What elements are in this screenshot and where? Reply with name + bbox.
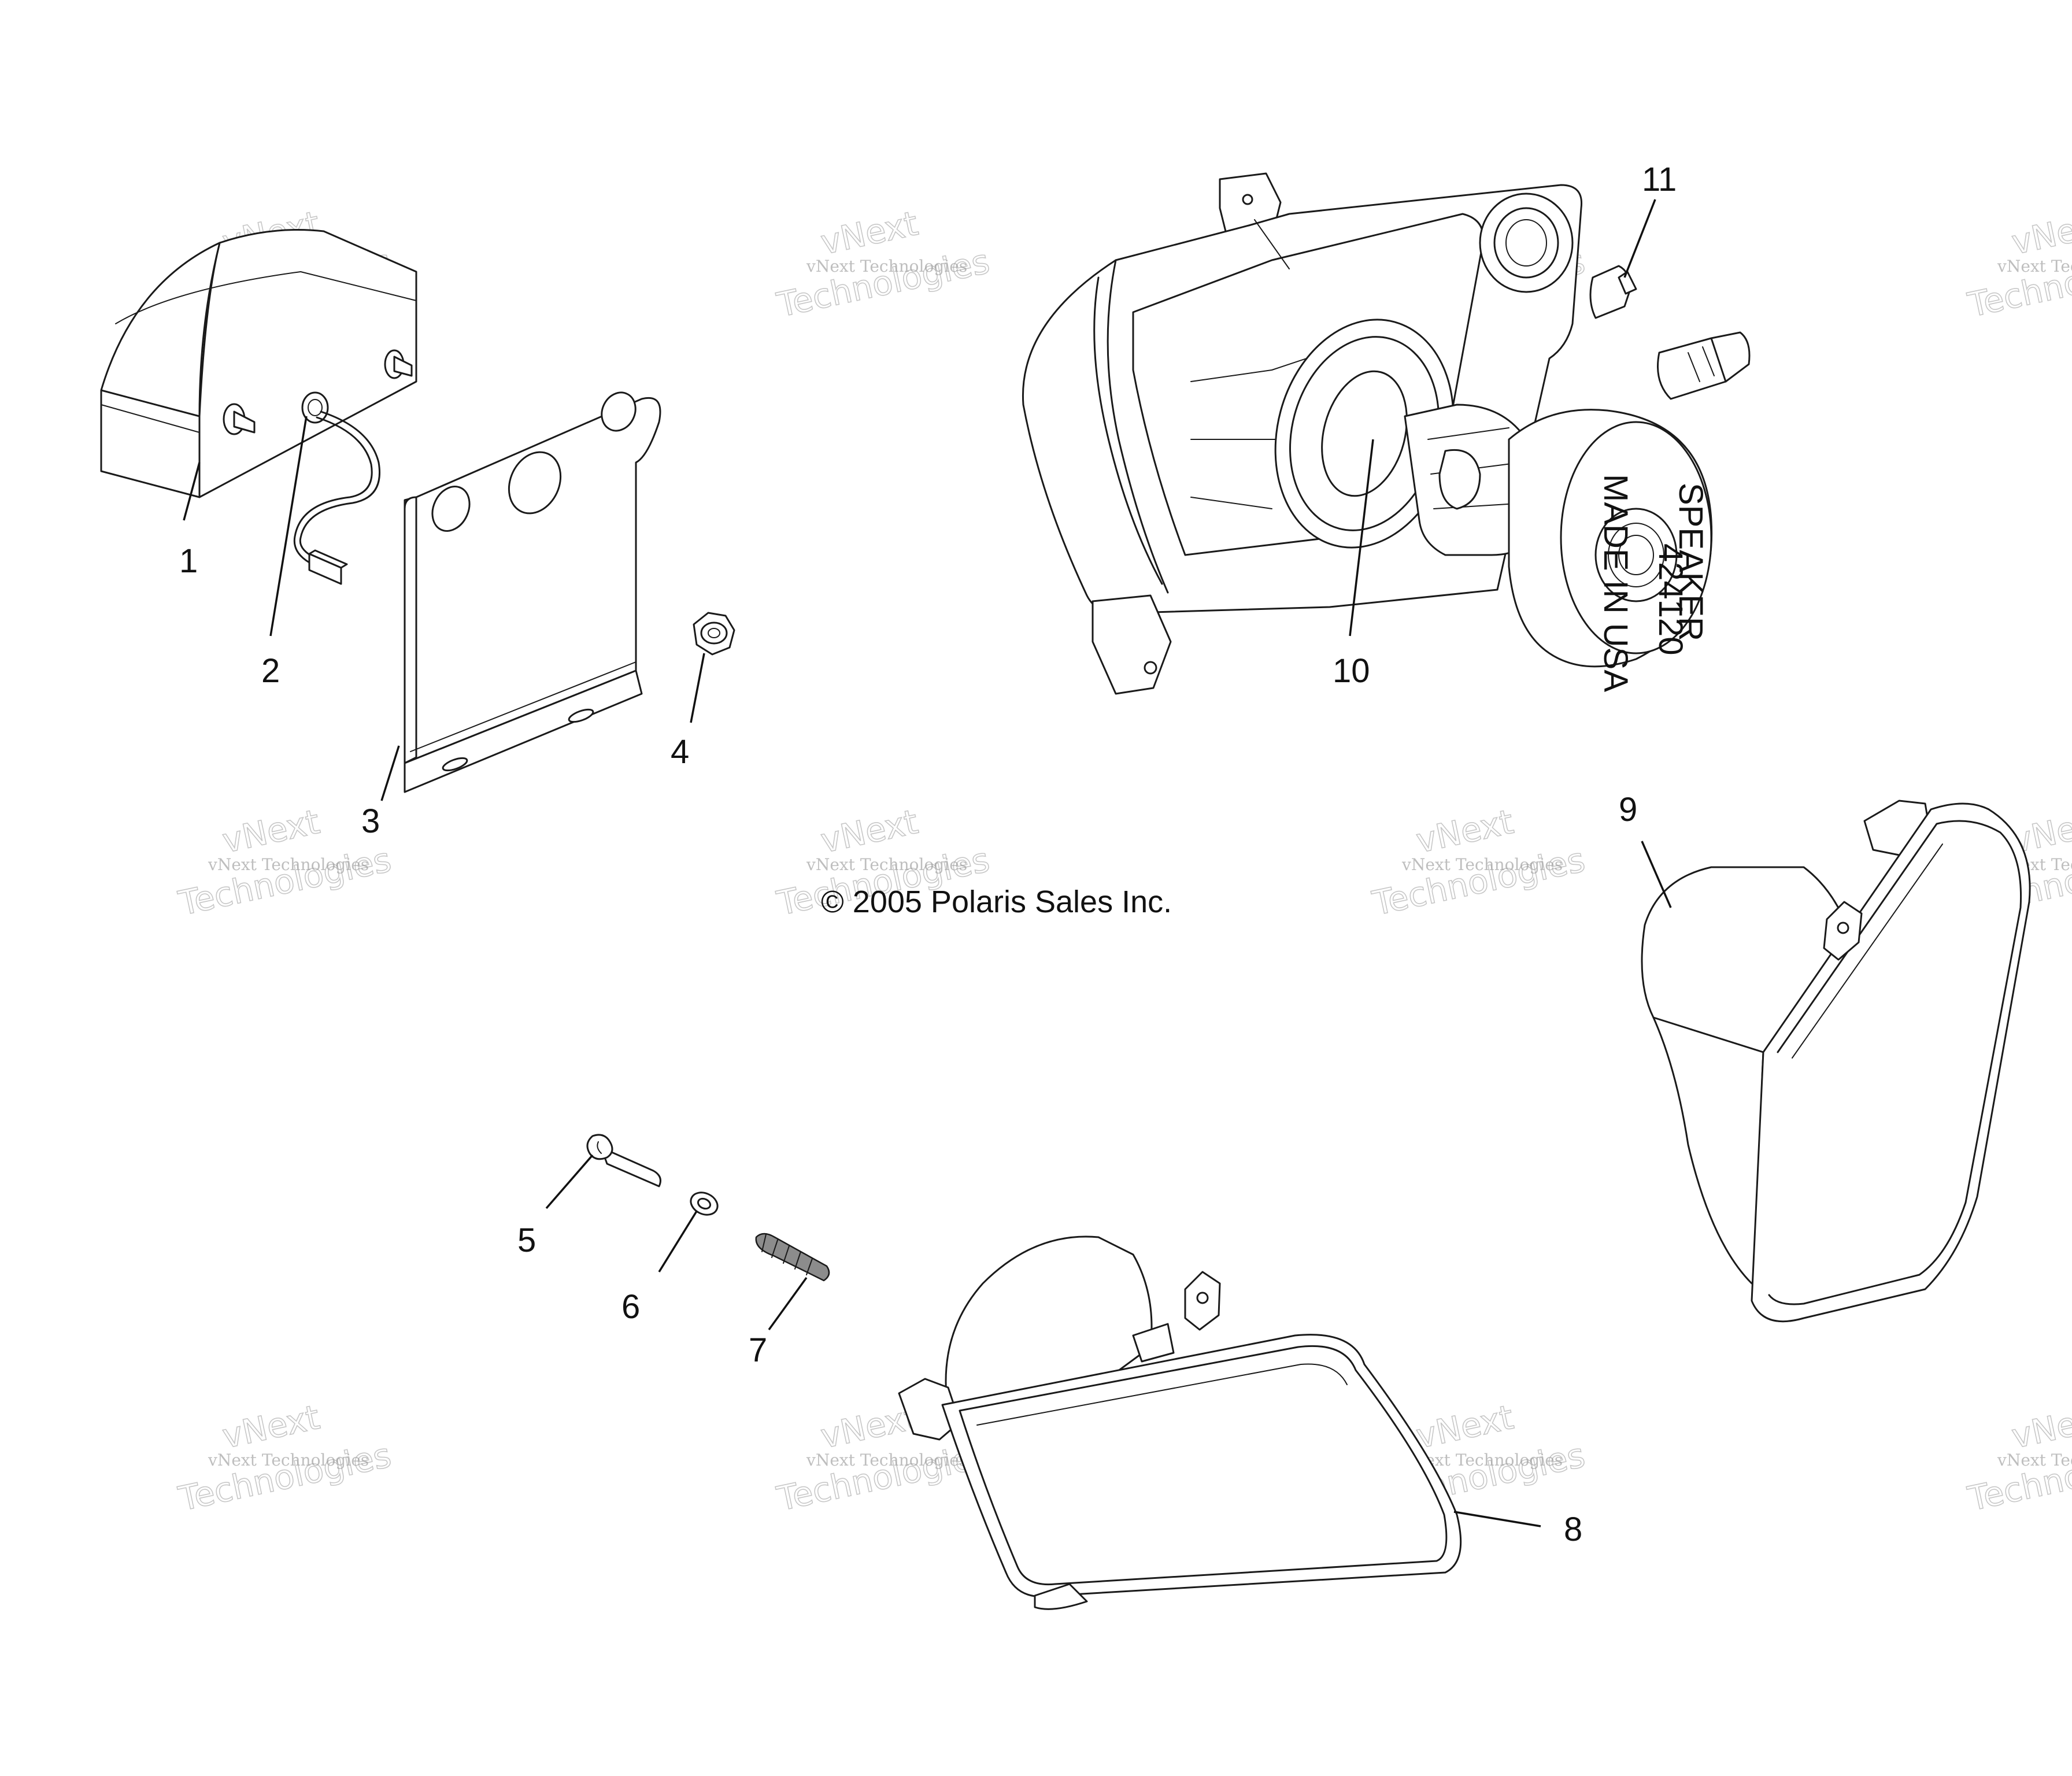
taillight-part[interactable] (100, 229, 417, 498)
leader-line (269, 416, 308, 637)
leader-line (658, 1211, 698, 1272)
leader-line (183, 462, 201, 521)
headlight-right-part[interactable] (1641, 800, 2031, 1323)
watermark-text: Technologies (774, 242, 993, 325)
callout-8: 8 (1564, 1511, 1582, 1548)
watermark-text: vNext (817, 204, 922, 262)
watermark-text: vNext Technologies (208, 1451, 369, 1470)
watermark-text: vNext Technologies (806, 1451, 967, 1470)
watermark-text: vNext Technologies (1401, 855, 1563, 874)
watermark-text: vNext Technologies (208, 855, 369, 874)
watermark: vNext Technologies vNext Technologies (1964, 1397, 2072, 1519)
leader-line (768, 1276, 808, 1331)
callout-3: 3 (361, 802, 380, 840)
watermark-text: vNext (817, 802, 922, 861)
callout-5: 5 (517, 1222, 536, 1259)
speaker-label-text: SPEAKER (1672, 483, 1710, 641)
watermark-text: vNext (219, 1397, 323, 1456)
leader-line (1349, 439, 1374, 637)
speaker-label-text: 424120 (1652, 543, 1689, 656)
watermark-text: vNext (1413, 802, 1517, 861)
watermark-text: Technologies (175, 1435, 395, 1519)
bulb-socket-part[interactable] (1589, 265, 1751, 400)
callout-10: 10 (1333, 652, 1370, 690)
callout-2: 2 (261, 652, 280, 690)
watermark-text: Technologies (175, 840, 395, 923)
leader-line (545, 1154, 594, 1209)
leader-line (380, 745, 400, 801)
watermark-text: vNext (2008, 204, 2072, 262)
watermark-text: vNext Technologies (806, 257, 967, 276)
watermark-text: vNext Technologies (1997, 1451, 2072, 1470)
callout-4: 4 (671, 733, 689, 771)
speaker-label-text: MADE IN USA (1597, 474, 1634, 692)
callout-1: 1 (179, 542, 198, 580)
headlight-left-part[interactable] (898, 1235, 1462, 1610)
headlight-housing-part[interactable]: MADE IN USA SPEAKER 424120 (1022, 172, 1713, 695)
watermark-text: vNext (1413, 1397, 1517, 1456)
taillight-harness-part[interactable] (293, 410, 380, 585)
callout-7: 7 (749, 1331, 767, 1369)
watermark-text: vNext Technologies (806, 855, 967, 874)
nut-part[interactable] (693, 612, 735, 656)
callout-9: 9 (1619, 791, 1637, 828)
washer-part[interactable] (687, 1189, 722, 1219)
license-bracket-part[interactable] (404, 387, 661, 793)
watermark-text: vNext (2008, 1397, 2072, 1456)
leader-line (1623, 199, 1656, 278)
leader-line (1453, 1511, 1541, 1527)
watermark: vNext Technologies vNext Technologies (175, 1397, 395, 1519)
watermark: vNext Technologies vNext Technologies (1368, 801, 1589, 924)
watermark-text: vNext (219, 802, 323, 861)
callout-11: 11 (1642, 161, 1677, 198)
watermark-text: Technologies (1369, 840, 1589, 923)
copyright-text: © 2005 Polaris Sales Inc. (821, 885, 1172, 919)
leader-line (690, 653, 705, 723)
leader-lines (183, 199, 1672, 1527)
watermark-text: vNext Technologies (1997, 257, 2072, 276)
adjuster-spring-part[interactable] (755, 1233, 830, 1282)
watermark: vNext Technologies vNext Technologies (1964, 203, 2072, 325)
bolt-part[interactable] (586, 1134, 661, 1187)
callout-6: 6 (621, 1288, 640, 1326)
callout-labels: 1 2 3 4 5 6 7 8 9 10 11 (179, 161, 1677, 1548)
watermark: vNext Technologies vNext Technologies (773, 203, 993, 325)
leader-line (1641, 841, 1672, 908)
